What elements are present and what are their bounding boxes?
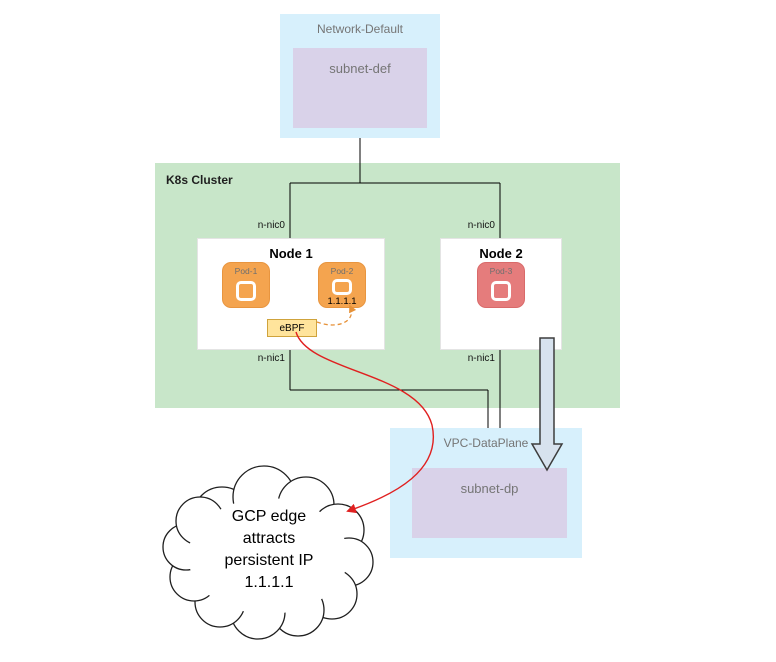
k8s-cluster-title: K8s Cluster	[166, 173, 233, 187]
cloud-note-line: GCP edge	[231, 508, 307, 525]
pod-1-label: Pod-1	[234, 266, 258, 276]
node-1-nic0-label: n-nic0	[257, 220, 285, 231]
pod-2: Pod-2 1.1.1.1	[318, 262, 366, 308]
container-icon	[236, 281, 256, 301]
vpc-dataplane-box: VPC-DataPlane subnet-dp	[390, 428, 582, 558]
pod-1: Pod-1	[222, 262, 270, 308]
pod-2-ip: 1.1.1.1	[327, 296, 357, 307]
subnet-def-box: subnet-def	[293, 48, 427, 128]
cloud-note-line: 1.1.1.1	[244, 574, 294, 591]
node-1-title: Node 1	[269, 246, 313, 261]
node-2-title: Node 2	[479, 246, 523, 261]
pod-3-label: Pod-3	[489, 266, 513, 276]
network-default-box: Network-Default subnet-def	[280, 14, 440, 138]
container-icon	[491, 281, 511, 301]
ebpf-label: eBPF	[279, 322, 305, 334]
subnet-dp-label: subnet-dp	[460, 481, 519, 496]
subnet-def-label: subnet-def	[329, 61, 391, 76]
network-default-title: Network-Default	[316, 22, 404, 36]
node-2-nic1-label: n-nic1	[467, 353, 495, 364]
node-1-nic1-label: n-nic1	[257, 353, 285, 364]
vpc-dataplane-title: VPC-DataPlane	[443, 436, 529, 450]
pod-3: Pod-3	[477, 262, 525, 308]
pod-2-label: Pod-2	[330, 266, 354, 276]
ebpf-tag: eBPF	[267, 319, 317, 337]
cloud-note-line: attracts	[242, 530, 296, 547]
container-icon	[332, 279, 352, 295]
cloud-note: GCP edge attracts persistent IP 1.1.1.1	[187, 506, 351, 594]
cloud-note-line: persistent IP	[224, 552, 314, 569]
subnet-dp-box: subnet-dp	[412, 468, 567, 538]
node-2-nic0-label: n-nic0	[467, 220, 495, 231]
